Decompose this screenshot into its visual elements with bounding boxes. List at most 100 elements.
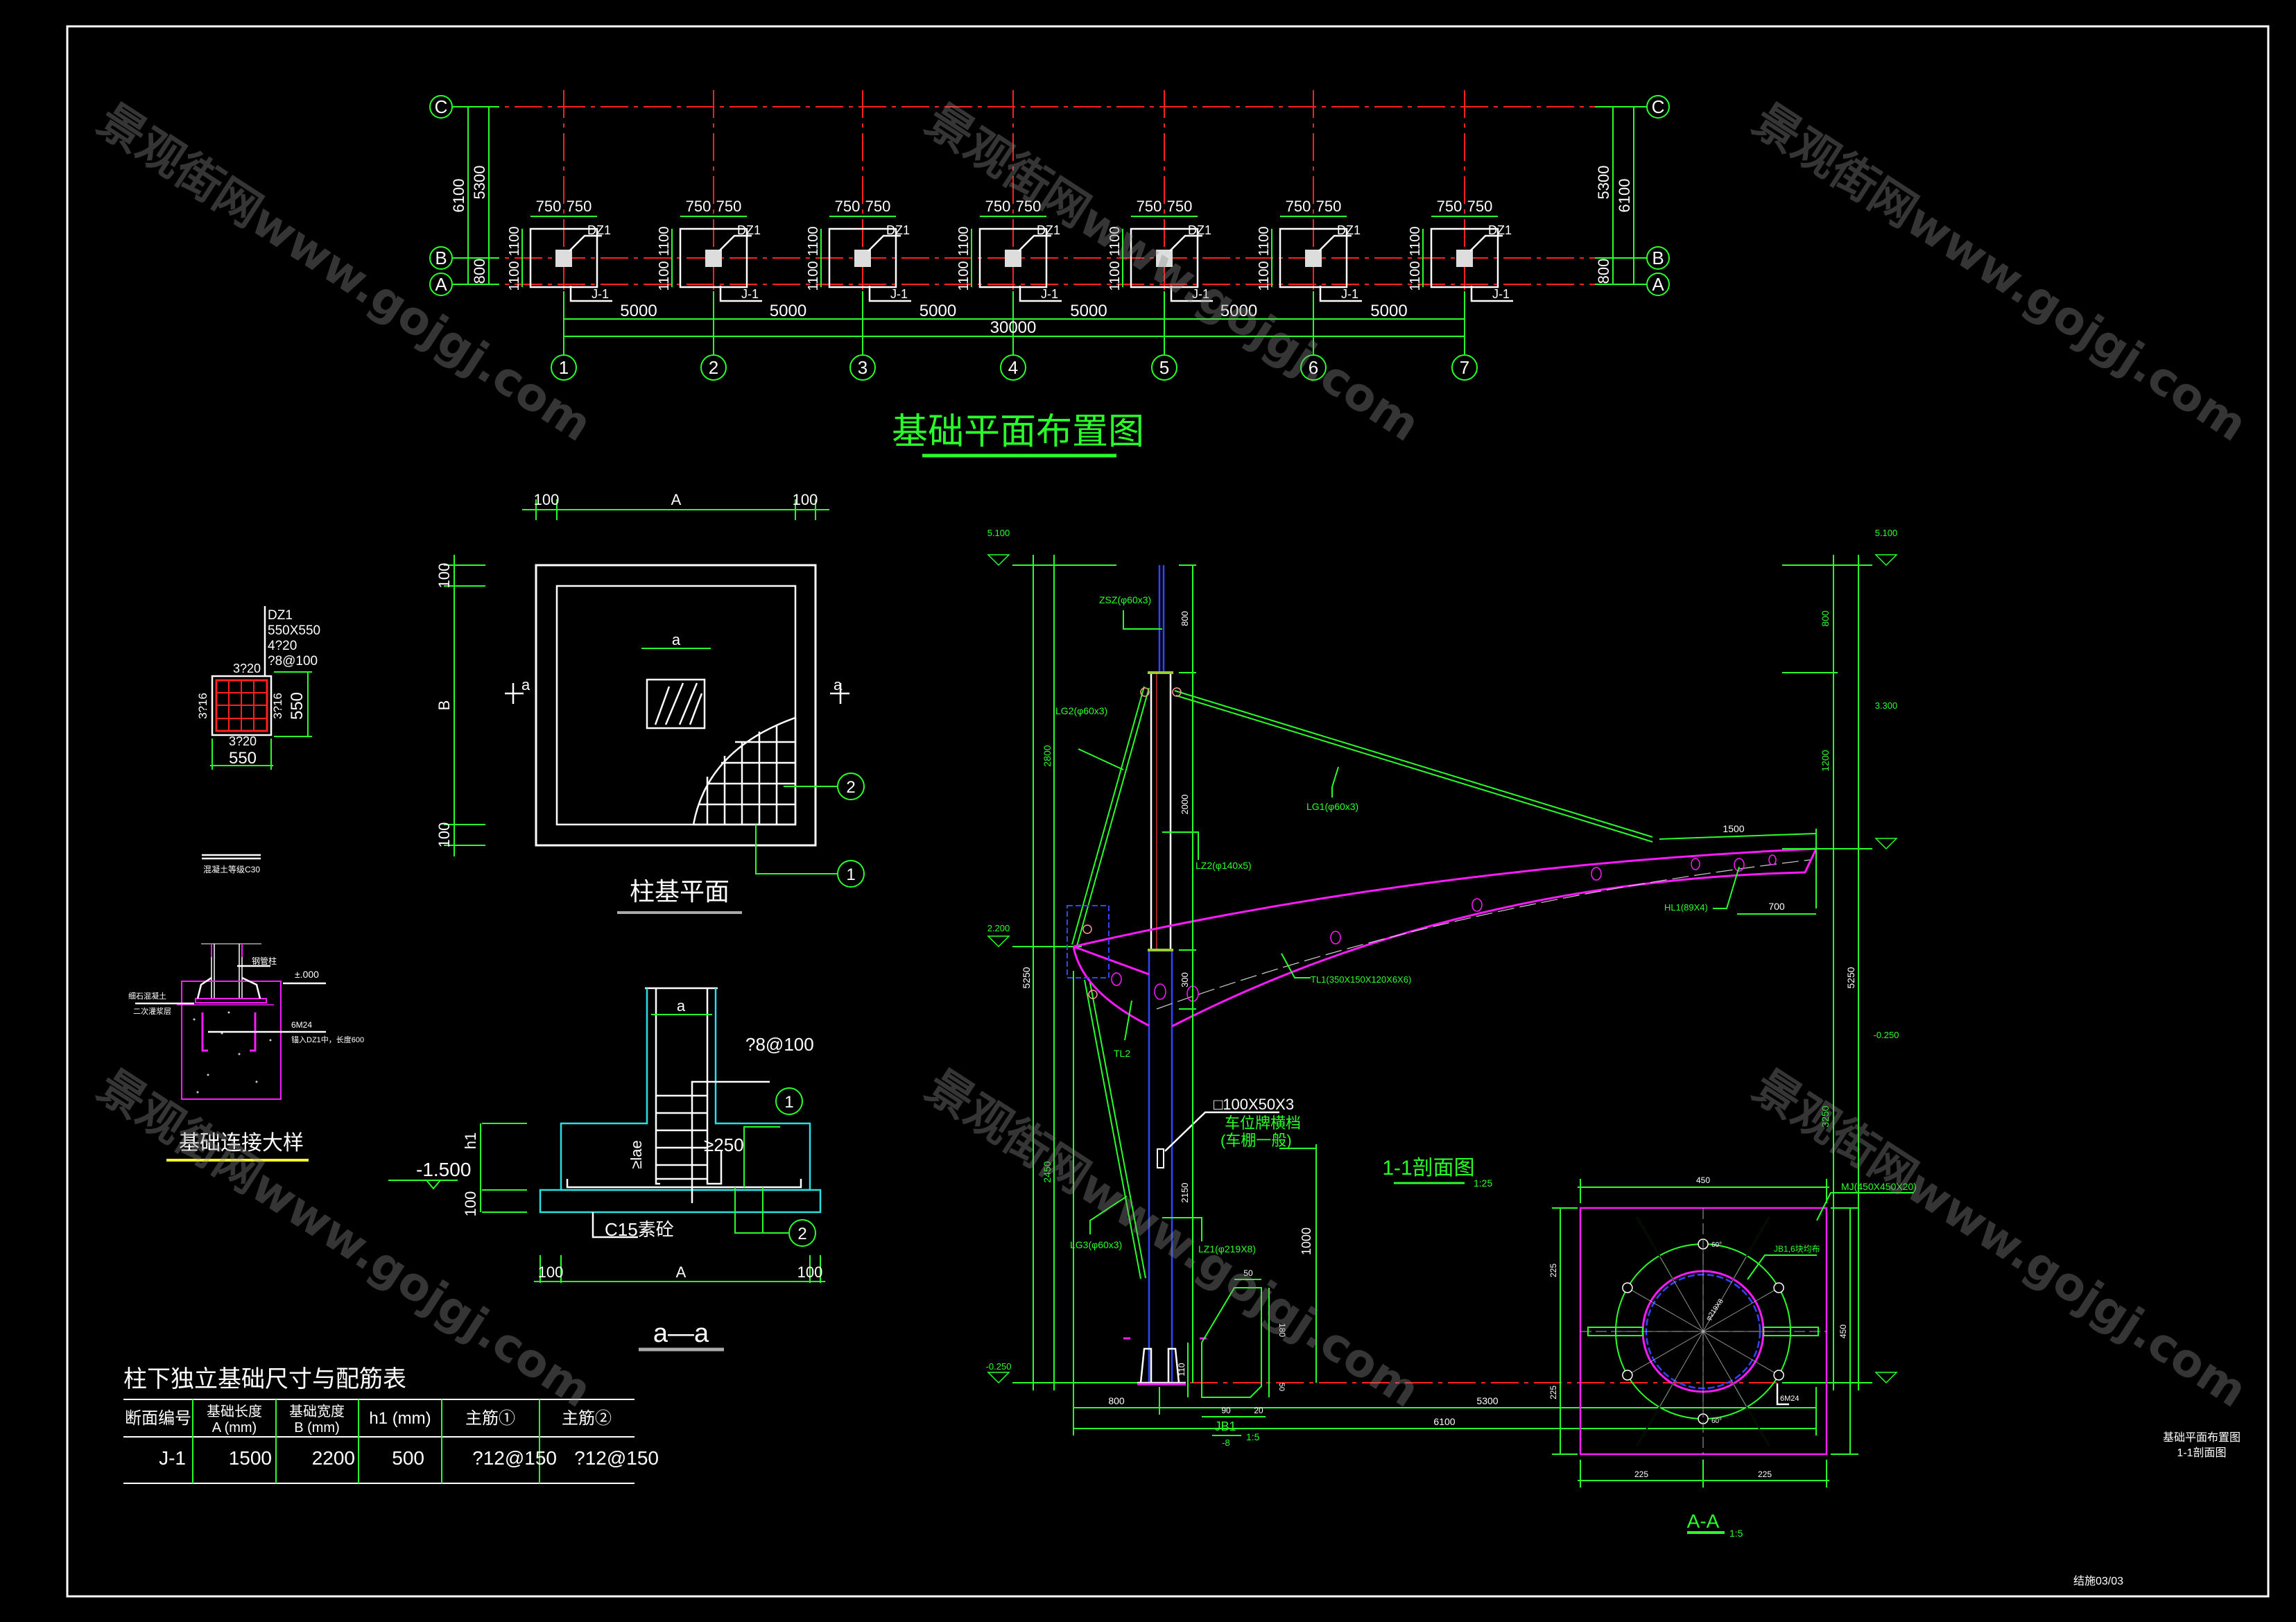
pier-dz1 [854, 250, 871, 267]
level-top-right: 5.100 [1875, 528, 1898, 538]
jb1-dim-left: 110 [1177, 1363, 1186, 1376]
pier-dim-A: A [671, 491, 682, 508]
grout-label-2: 二次灌浆层 [133, 1006, 171, 1016]
dimension-text: 1100 [956, 226, 972, 256]
aa-callout-1: 1 [784, 1093, 793, 1112]
row-axis-label: A [1652, 274, 1664, 295]
leader-line [1470, 286, 1513, 302]
table-header-line: A (mm) [212, 1420, 257, 1435]
aa-dim-top-450: 450 [1696, 1175, 1710, 1185]
table-cell: 2200 [312, 1447, 355, 1469]
angle-label: 60° [1711, 1241, 1722, 1249]
aa-dim-bottom-225: 225 [1758, 1469, 1772, 1479]
dz1-right-bars: 3?16 [271, 693, 284, 719]
dz1-dim-w: 550 [229, 749, 257, 768]
bay-dimension: 5000 [920, 302, 956, 320]
member-lz1: LZ1(φ219X8) [1198, 1243, 1256, 1254]
pier-plan-title: 柱基平面 [630, 877, 730, 906]
dim-bottom-800: 800 [1108, 1395, 1125, 1406]
dim-1500: 1500 [1723, 823, 1744, 834]
bolt-hole [1773, 1370, 1784, 1381]
footing-tag: J-1 [592, 287, 609, 301]
footing-j1 [978, 227, 1048, 288]
stiffener-label: JB1,6块均布 [1774, 1244, 1820, 1254]
column-tag: DZ1 [1488, 223, 1512, 237]
footing-j1 [1430, 227, 1499, 288]
table-header-line: 基础长度 [207, 1404, 262, 1420]
connection-detail: 钢管柱 ±.000 细石混凝土 二次灌浆层 6M24 锚入DZ1中，长度600 … [128, 943, 364, 1162]
tube-label: □100X50X3 [1214, 1096, 1294, 1113]
leader-line [569, 286, 612, 302]
column-axis-label: 7 [1460, 357, 1469, 378]
table-title: 柱下独立基础尺寸与配筋表 [123, 1366, 406, 1392]
column-axis-label: 1 [559, 357, 569, 378]
dimension-text: 5300 [471, 166, 488, 200]
c15-concrete-label: C15素砼 [605, 1219, 674, 1240]
footing-j1 [679, 227, 748, 288]
table-cell: ?12@150 [574, 1447, 659, 1469]
column-axis-label: 3 [858, 357, 868, 378]
dim-700: 700 [1768, 901, 1785, 912]
dimension-text: 750 [567, 198, 592, 215]
dim-col-800: 800 [1180, 611, 1190, 626]
anchor-bolts-label: 6M24 [291, 1020, 312, 1030]
row-axis-label: B [435, 248, 447, 268]
note-line: 1-1剖面图 [2177, 1447, 2226, 1459]
rebar-grid-quarter [692, 716, 797, 826]
bolt-hole [1622, 1370, 1633, 1381]
wheel-stop-label-1: 车位牌横档 [1225, 1114, 1301, 1132]
section-mark-right: a [834, 676, 843, 693]
table-header: 断面编号 [125, 1409, 191, 1428]
dimension-text: 1100 [806, 226, 821, 256]
dim-right-5250: 5250 [1845, 967, 1856, 988]
dimension-text: 800 [1595, 259, 1612, 284]
dimension-text: 800 [471, 259, 488, 284]
angle-label: 60° [1711, 1417, 1722, 1425]
bay-dimension: 5000 [1220, 302, 1257, 320]
table-cell: J-1 [159, 1447, 186, 1469]
section-11-scale: 1:25 [1474, 1177, 1492, 1189]
dimension-text: 750 [1437, 198, 1462, 215]
dimension-text: 750 [835, 198, 861, 215]
dim-100-vertical: 100 [462, 1191, 479, 1217]
member-zsz: ZSZ(φ60x3) [1099, 594, 1151, 605]
dimension-text: 750 [716, 198, 742, 215]
dim-250: ≥250 [704, 1134, 744, 1155]
footing-j1 [828, 227, 897, 288]
column-tag: DZ1 [587, 223, 611, 237]
member-lg1: LG1(φ60x3) [1306, 801, 1358, 812]
column-axis-label: 5 [1159, 357, 1169, 378]
connection-detail-title: 基础连接大样 [179, 1132, 304, 1155]
dimension-text: 750 [1016, 198, 1042, 215]
column-tag: DZ1 [1037, 223, 1060, 237]
plan-title: 基础平面布置图 [892, 412, 1144, 452]
dz1-left-bars: 3?16 [196, 693, 209, 719]
column-axis-bubble [1000, 354, 1026, 381]
center-line [1702, 1288, 1779, 1332]
aa-dim-left-225: 225 [1548, 1263, 1558, 1277]
pier-dz1 [1005, 250, 1021, 267]
dim-col-300: 300 [1180, 972, 1190, 987]
dimension-text: 750 [985, 198, 1011, 215]
column-tag: DZ1 [1337, 223, 1361, 237]
dimension-text: 750 [1167, 198, 1193, 215]
stirrup-label: ?8@100 [745, 1034, 814, 1055]
dz1-section: DZ1 550X550 4?20 ?8@100 3?20 3?20 3?16 3… [196, 606, 320, 874]
column-axis-label: 6 [1309, 357, 1318, 378]
column-tag: DZ1 [737, 223, 761, 237]
dim-left-5250: 5250 [1021, 967, 1032, 988]
footing-tag: J-1 [1192, 287, 1209, 301]
aa-col-a: a [677, 997, 686, 1015]
dimension-text: 750 [686, 198, 711, 215]
table-header: h1 (mm) [369, 1409, 431, 1428]
pier-col-a: a [672, 631, 681, 648]
level-bottom-right: -0.250 [1874, 1030, 1899, 1040]
dimension-text: 1100 [507, 226, 522, 256]
row-axis-label: C [1652, 96, 1665, 117]
jb1-dim-top: 50 [1243, 1268, 1253, 1278]
jb1-dim-bottom-small: 20 [1254, 1406, 1263, 1415]
center-line [1659, 1256, 1704, 1332]
column-axis-bubble [700, 354, 727, 381]
grout-label-1: 细石混凝土 [128, 991, 166, 1001]
